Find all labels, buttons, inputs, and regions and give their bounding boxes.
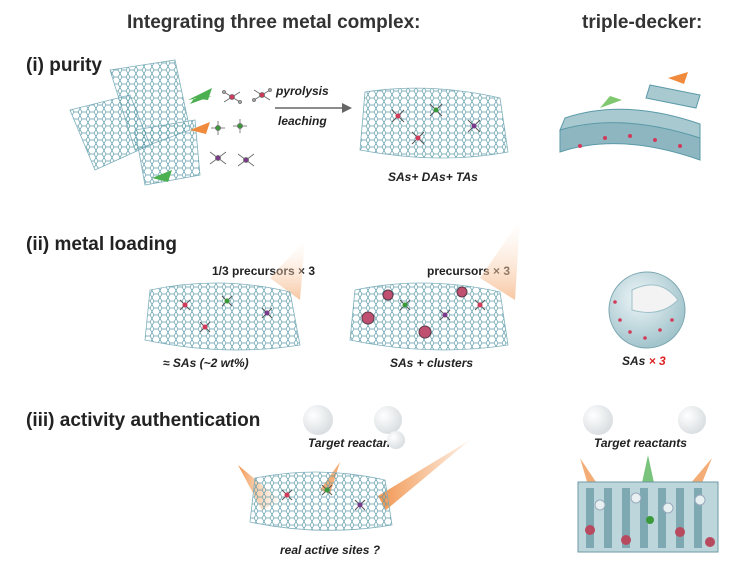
metal-complex-molecules <box>209 88 272 167</box>
activity-sheet <box>249 471 393 531</box>
pyrolysis-label: pyrolysis <box>276 84 329 98</box>
green-arrow-top-head <box>192 88 212 100</box>
graphene-precursor-sheets <box>69 59 201 186</box>
orange-beam-right <box>378 440 470 510</box>
hollow-sphere <box>608 271 686 349</box>
mid-beam <box>480 220 520 300</box>
sas-text: SAs <box>622 354 646 368</box>
leaching-label: leaching <box>278 114 327 128</box>
reactant-bubbles-right <box>583 405 706 435</box>
orange-beam-r2 <box>690 458 712 488</box>
target-reactants-left-label: Target reactants <box>308 436 401 450</box>
loading-left-sheet <box>144 282 301 351</box>
section-purity-heading: (i) purity <box>26 55 102 76</box>
process-arrow-head <box>342 103 352 113</box>
target-reactants-right-label: Target reactants <box>594 436 687 450</box>
orange-arrow-mid <box>190 122 210 134</box>
sas-2wt-label: ≈ SAs (~2 wt%) <box>163 356 249 370</box>
loading-mid-sheet <box>349 282 509 351</box>
main-title: Integrating three metal complex: <box>127 12 421 33</box>
sas-clusters-label: SAs + clusters <box>390 356 474 370</box>
porous-pillar-structure <box>577 481 719 553</box>
sas-times-three-label: SAs × 3 <box>622 354 666 368</box>
green-arrow-bottom <box>152 170 172 182</box>
section-loading-heading: (ii) metal loading <box>26 234 177 255</box>
purity-product-label: SAs+ DAs+ TAs <box>388 170 478 184</box>
times-three-text: × 3 <box>648 354 666 368</box>
triple-decker-stack <box>559 72 701 161</box>
section-activity-heading: (iii) activity authentication <box>26 410 261 431</box>
triple-decker-title: triple-decker: <box>582 12 703 33</box>
left-beam <box>270 240 305 300</box>
real-active-sites-label: real active sites ? <box>280 543 381 557</box>
reactant-bubbles-left <box>303 405 405 449</box>
purity-product-sheet <box>359 87 509 159</box>
